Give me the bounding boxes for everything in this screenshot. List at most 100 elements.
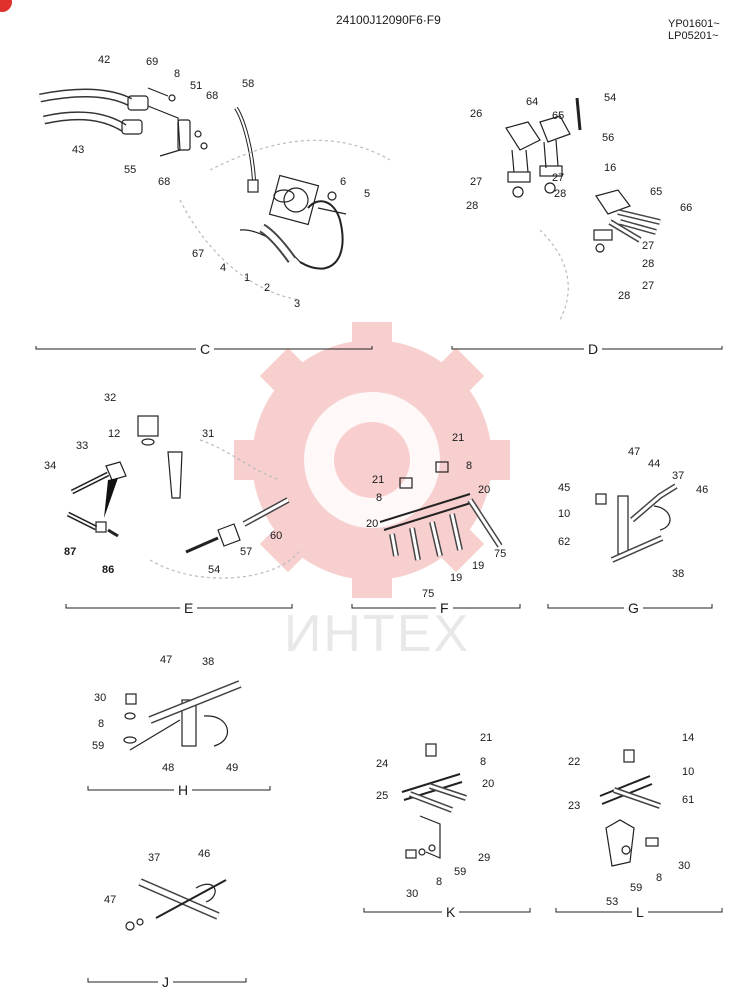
part-label: 19 bbox=[472, 560, 485, 572]
part-label: 75 bbox=[422, 588, 435, 600]
part-label: 8 bbox=[466, 460, 473, 472]
section-title-d: D bbox=[584, 342, 603, 356]
serial-range-2: LP05201~ bbox=[668, 30, 719, 42]
part-label: 6 bbox=[340, 176, 347, 188]
part-label: 61 bbox=[682, 794, 695, 806]
part-label: 32 bbox=[104, 392, 117, 404]
part-label: 8 bbox=[174, 68, 181, 80]
part-label: 59 bbox=[92, 740, 105, 752]
part-label: 8 bbox=[436, 876, 443, 888]
part-label: 21 bbox=[452, 432, 465, 444]
part-label: 22 bbox=[568, 756, 581, 768]
drawing-code: 24100J12090F6·F9 bbox=[336, 13, 441, 27]
part-label: 30 bbox=[406, 888, 419, 900]
part-label: 33 bbox=[76, 440, 89, 452]
part-label: 19 bbox=[450, 572, 463, 584]
part-label: 46 bbox=[198, 848, 211, 860]
part-label: 2 bbox=[264, 282, 271, 294]
part-label: 27 bbox=[642, 240, 655, 252]
part-label: 27 bbox=[552, 172, 565, 184]
part-label: 53 bbox=[606, 896, 619, 908]
part-label: 27 bbox=[470, 176, 483, 188]
part-label: 24 bbox=[376, 758, 389, 770]
part-label: 38 bbox=[202, 656, 215, 668]
part-label: 86 bbox=[102, 564, 115, 576]
part-label: 3 bbox=[294, 298, 301, 310]
part-label: 31 bbox=[202, 428, 215, 440]
part-label: 47 bbox=[628, 446, 641, 458]
part-label: 21 bbox=[480, 732, 493, 744]
section-title-g: G bbox=[624, 601, 643, 615]
part-label: 67 bbox=[192, 248, 205, 260]
part-label: 14 bbox=[682, 732, 695, 744]
part-label: 46 bbox=[696, 484, 709, 496]
part-label: 68 bbox=[206, 90, 219, 102]
part-label: 29 bbox=[478, 852, 491, 864]
part-label: 66 bbox=[680, 202, 693, 214]
part-label: 25 bbox=[376, 790, 389, 802]
part-label: 75 bbox=[494, 548, 507, 560]
part-label: 69 bbox=[146, 56, 159, 68]
part-label: 28 bbox=[466, 200, 479, 212]
part-label: 47 bbox=[104, 894, 117, 906]
part-label: 47 bbox=[160, 654, 173, 666]
section-l-drawing bbox=[599, 749, 661, 867]
part-label: 4 bbox=[220, 262, 227, 274]
part-label: 34 bbox=[44, 460, 57, 472]
section-j-drawing bbox=[125, 878, 227, 931]
part-label: 59 bbox=[454, 866, 467, 878]
corner-marker bbox=[0, 0, 12, 12]
part-label: 23 bbox=[568, 800, 581, 812]
section-title-k: K bbox=[442, 905, 460, 919]
section-f-drawing bbox=[379, 461, 503, 561]
part-label: 43 bbox=[72, 144, 85, 156]
part-label: 48 bbox=[162, 762, 175, 774]
part-label: 54 bbox=[208, 564, 221, 576]
part-label: 10 bbox=[682, 766, 695, 778]
part-label: 8 bbox=[98, 718, 105, 730]
section-e-drawing bbox=[66, 415, 301, 579]
part-label: 38 bbox=[672, 568, 685, 580]
part-label: 28 bbox=[642, 258, 655, 270]
part-label: 30 bbox=[678, 860, 691, 872]
part-label: 37 bbox=[672, 470, 685, 482]
part-label: 58 bbox=[242, 78, 255, 90]
serial-range-1: YP01601~ bbox=[668, 18, 720, 30]
part-label: 87 bbox=[64, 546, 77, 558]
section-d-drawing bbox=[505, 97, 661, 321]
part-label: 64 bbox=[526, 96, 539, 108]
section-title-j: J bbox=[158, 975, 173, 989]
part-label: 59 bbox=[630, 882, 643, 894]
part-label: 20 bbox=[366, 518, 379, 530]
part-label: 16 bbox=[604, 162, 617, 174]
part-label: 42 bbox=[98, 54, 111, 66]
part-label: 8 bbox=[480, 756, 487, 768]
part-label: 65 bbox=[650, 186, 663, 198]
part-label: 65 bbox=[552, 110, 565, 122]
part-label: 20 bbox=[478, 484, 491, 496]
part-label: 27 bbox=[642, 280, 655, 292]
part-label: 68 bbox=[158, 176, 171, 188]
section-title-l: L bbox=[632, 905, 648, 919]
part-label: 30 bbox=[94, 692, 107, 704]
part-label: 28 bbox=[554, 188, 567, 200]
part-label: 57 bbox=[240, 546, 253, 558]
part-label: 28 bbox=[618, 290, 631, 302]
section-h-drawing bbox=[123, 680, 242, 751]
section-title-c: C bbox=[196, 342, 215, 356]
part-label: 8 bbox=[656, 872, 663, 884]
part-label: 1 bbox=[244, 272, 251, 284]
section-title-e: E bbox=[180, 601, 198, 615]
part-label: 5 bbox=[364, 188, 371, 200]
part-label: 51 bbox=[190, 80, 203, 92]
part-label: 12 bbox=[108, 428, 121, 440]
part-label: 54 bbox=[604, 92, 617, 104]
section-title-h: H bbox=[174, 783, 193, 797]
section-c-drawing bbox=[39, 87, 391, 301]
part-label: 49 bbox=[226, 762, 239, 774]
section-k-drawing bbox=[401, 743, 467, 859]
part-label: 8 bbox=[376, 492, 383, 504]
part-label: 37 bbox=[148, 852, 161, 864]
